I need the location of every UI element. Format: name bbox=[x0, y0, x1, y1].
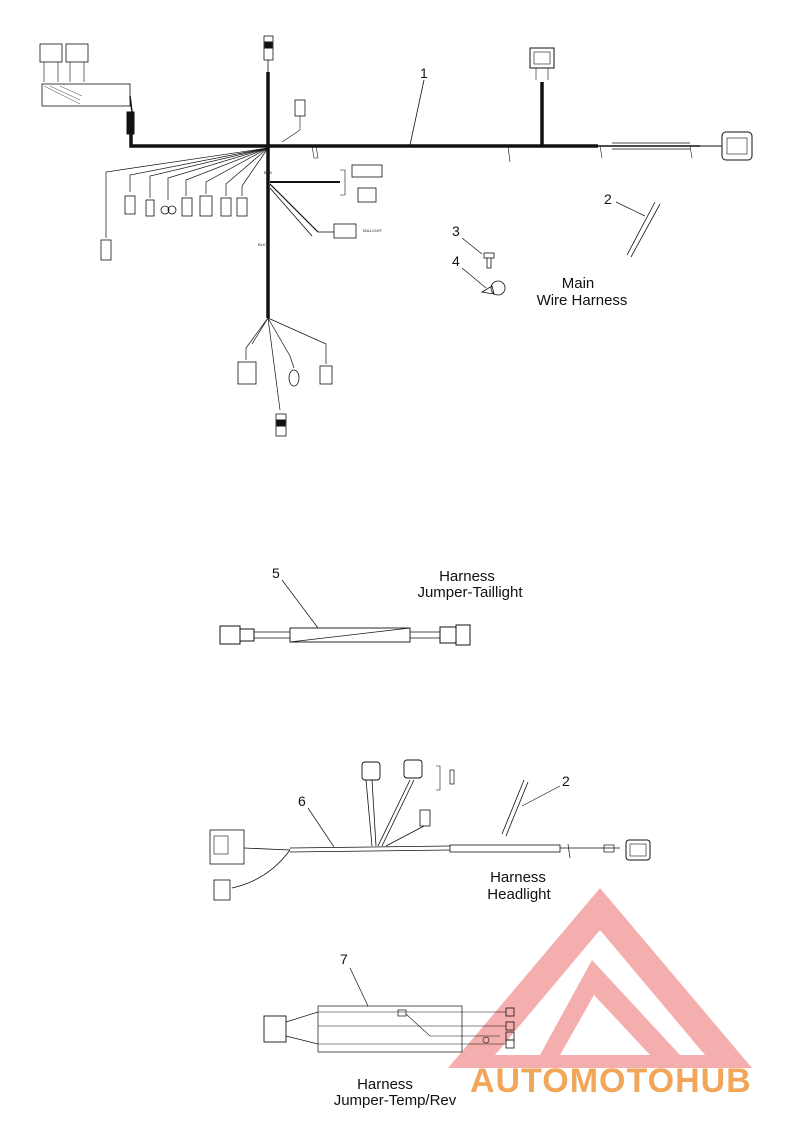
cable-tie-headlight bbox=[501, 779, 561, 837]
headlight-harness-label-line2: Headlight bbox=[487, 886, 551, 903]
watermark-text: AUTOMOTOHUB bbox=[470, 1062, 752, 1100]
headlight-harness-label-line1: Harness bbox=[490, 869, 546, 886]
svg-text:TAILLIGHT: TAILLIGHT bbox=[362, 228, 382, 233]
callout-main-harness: 1 bbox=[420, 65, 428, 81]
callout-taillight-jumper: 5 bbox=[272, 565, 280, 581]
screw-part bbox=[461, 237, 495, 269]
main-harness-label-line2: Wire Harness bbox=[537, 292, 628, 309]
svg-text:BRK: BRK bbox=[264, 170, 273, 175]
temp-rev-jumper-label-line1: Harness bbox=[357, 1076, 413, 1093]
callout-screw: 3 bbox=[452, 223, 460, 239]
main-wire-harness: TAILLIGHT BLK BRK bbox=[39, 35, 753, 437]
temp-rev-jumper-harness bbox=[263, 967, 515, 1053]
callout-cable-tie-top: 2 bbox=[604, 191, 612, 207]
taillight-jumper-label-line2: Jumper-Taillight bbox=[417, 584, 523, 601]
callout-headlight-harness: 6 bbox=[298, 793, 306, 809]
clip-part bbox=[461, 267, 506, 296]
main-harness-label-line1: Main bbox=[562, 275, 595, 292]
svg-text:BLK: BLK bbox=[258, 242, 266, 247]
callout-clip: 4 bbox=[452, 253, 460, 269]
taillight-jumper-label-line1: Harness bbox=[439, 568, 495, 585]
temp-rev-jumper-label-line2: Jumper-Temp/Rev bbox=[334, 1092, 457, 1109]
watermark-logo: AUTOMOTOHUB bbox=[448, 888, 752, 1100]
callout-cable-tie-headlight: 2 bbox=[562, 773, 570, 789]
callout-temp-rev-jumper: 7 bbox=[340, 951, 348, 967]
headlight-harness bbox=[209, 759, 651, 901]
cable-tie-top bbox=[615, 201, 661, 258]
taillight-jumper-harness bbox=[219, 579, 471, 646]
